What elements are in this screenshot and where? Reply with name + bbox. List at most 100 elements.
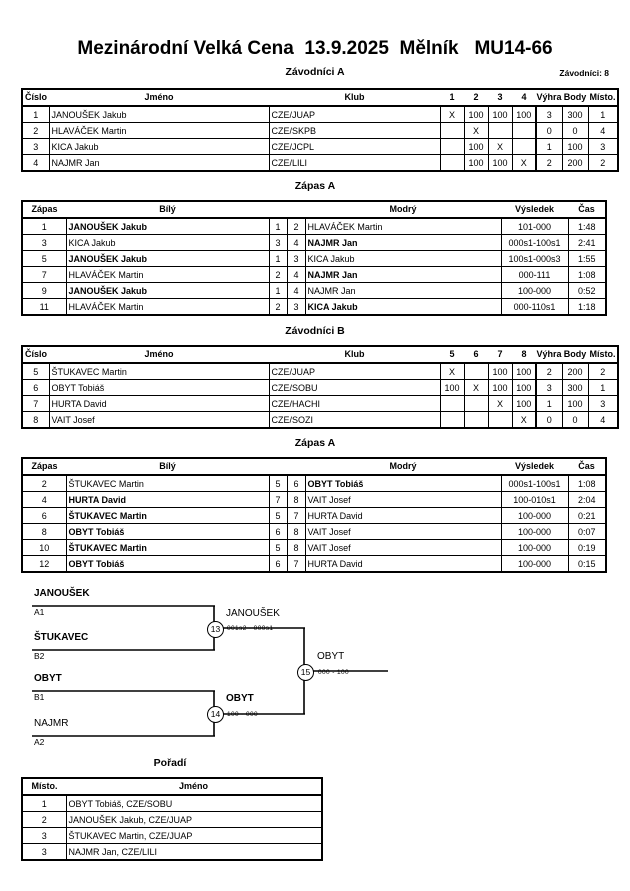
cell-misto: 1 — [587, 379, 619, 396]
cell-vs-6 — [463, 411, 489, 429]
cell-zapas: 12 — [21, 555, 67, 573]
col-cas: Čas — [568, 201, 606, 219]
cell-white-num: 2 — [268, 298, 288, 316]
cell-misto: 4 — [587, 411, 619, 429]
cell-vs-8: X — [511, 411, 537, 429]
cell-vysledek: 100-000 — [500, 523, 569, 540]
col-misto: Místo. — [22, 778, 66, 796]
cell-cislo: 5 — [21, 362, 50, 380]
cell-zapas: 8 — [21, 523, 67, 540]
table-header-row: Zápas Bílý Modrý Výsledek Čas — [22, 458, 606, 476]
cell-jmeno: KICA Jakub — [48, 138, 270, 155]
cell-vs-6 — [463, 395, 489, 412]
cell-body: 200 — [561, 362, 589, 380]
bracket-node-14: 14 — [207, 706, 224, 723]
bracket-entry-seed-1: A1 — [34, 607, 45, 617]
col-misto: Místo. — [588, 89, 618, 107]
col-jmeno: Jméno — [66, 778, 322, 796]
cell-blue-num: 8 — [286, 539, 306, 556]
cell-misto: 1 — [21, 794, 67, 812]
cell-white-num: 6 — [268, 555, 288, 573]
order-caption-wrap: Pořadí — [0, 757, 340, 773]
cell-vs-7: X — [487, 395, 513, 412]
bracket-node-15-winner: OBYT — [317, 651, 345, 662]
col-modry: Modrý — [305, 458, 501, 476]
bracket-lines — [32, 605, 388, 737]
table-header-row: Místo. Jméno — [22, 778, 322, 796]
col-vysledek: Výsledek — [501, 458, 568, 476]
cell-vs-3: 100 — [487, 105, 513, 123]
col-blue-num — [287, 458, 305, 476]
cell-modry: HURTA David — [304, 555, 502, 573]
col-klub: Klub — [269, 346, 440, 364]
cell-modry: VAIT Josef — [304, 539, 502, 556]
table-header-row: Číslo Jméno Klub 1 2 3 4 Výhra Body Míst… — [22, 89, 618, 107]
cell-cas: 0:19 — [567, 539, 607, 556]
col-jmeno: Jméno — [49, 89, 269, 107]
cell-misto: 3 — [21, 843, 67, 861]
cell-body: 100 — [561, 395, 589, 412]
cell-modry: NAJMR Jan — [304, 282, 502, 299]
bracket-entry-seed-3: B1 — [34, 692, 45, 702]
cell-vs-8: 100 — [511, 362, 537, 380]
order-caption: Pořadí — [153, 757, 187, 769]
cell-vysledek: 100-010s1 — [500, 491, 569, 508]
cell-body: 300 — [561, 379, 589, 396]
cell-blue-num: 2 — [286, 217, 306, 235]
cell-body: 0 — [561, 122, 589, 139]
cell-klub: CZE/SOBU — [268, 379, 441, 396]
cell-jmeno: HLAVÁČEK Martin — [48, 122, 270, 139]
cell-bily: ŠTUKAVEC Martin — [65, 507, 270, 524]
cell-white-num: 7 — [268, 491, 288, 508]
cell-vs-6: X — [463, 379, 489, 396]
col-opp-3: 3 — [488, 89, 512, 107]
group-b-caption-wrap: Závodníci B — [0, 325, 630, 341]
cell-cas: 2:04 — [567, 491, 607, 508]
cell-vs-3 — [487, 122, 513, 139]
cell-jmeno: OBYT Tobiáš, CZE/SOBU — [65, 794, 323, 812]
cell-jmeno: ŠTUKAVEC Martin, CZE/JUAP — [65, 827, 323, 844]
cell-jmeno: ŠTUKAVEC Martin — [48, 362, 270, 380]
cell-zapas: 9 — [21, 282, 67, 299]
group-b-table: Číslo Jméno Klub 5 6 7 8 Výhra Body Míst… — [21, 345, 619, 429]
bracket-entry-seed-2: B2 — [34, 651, 45, 661]
cell-modry: NAJMR Jan — [304, 266, 502, 283]
cell-vs-1 — [439, 122, 465, 139]
bracket-node-13-score: 001s2 - 000s1 — [227, 625, 274, 632]
cell-vs-8: 100 — [511, 395, 537, 412]
table-header-row: Zápas Bílý Modrý Výsledek Čas — [22, 201, 606, 219]
cell-zapas: 7 — [21, 266, 67, 283]
cell-vs-5 — [439, 411, 465, 429]
cell-zapas: 1 — [21, 217, 67, 235]
bracket-entry-name-4: NAJMR — [34, 718, 69, 729]
cell-cislo: 1 — [21, 105, 50, 123]
cell-vs-1 — [439, 138, 465, 155]
cell-cislo: 8 — [21, 411, 50, 429]
cell-vs-2: 100 — [463, 105, 489, 123]
cell-vs-7: 100 — [487, 362, 513, 380]
bracket-entry-name-3: OBYT — [34, 673, 62, 684]
cell-vyhra: 1 — [535, 138, 563, 155]
cell-klub: CZE/JUAP — [268, 105, 441, 123]
cell-klub: CZE/JCPL — [268, 138, 441, 155]
cell-misto: 2 — [587, 362, 619, 380]
bracket-entry-name-2: ŠTUKAVEC — [34, 632, 89, 643]
col-jmeno: Jméno — [49, 346, 269, 364]
cell-vs-3: 100 — [487, 154, 513, 172]
cell-vs-2: X — [463, 122, 489, 139]
col-opp-4: 4 — [512, 89, 536, 107]
cell-cas: 0:15 — [567, 555, 607, 573]
cell-modry: KICA Jakub — [304, 250, 502, 267]
bracket-node-13-winner: JANOUŠEK — [226, 608, 280, 619]
cell-white-num: 1 — [268, 250, 288, 267]
bracket-entry-name-1: JANOUŠEK — [34, 588, 90, 599]
cell-bily: HLAVÁČEK Martin — [65, 266, 270, 283]
cell-vs-1 — [439, 154, 465, 172]
cell-vs-5: 100 — [439, 379, 465, 396]
